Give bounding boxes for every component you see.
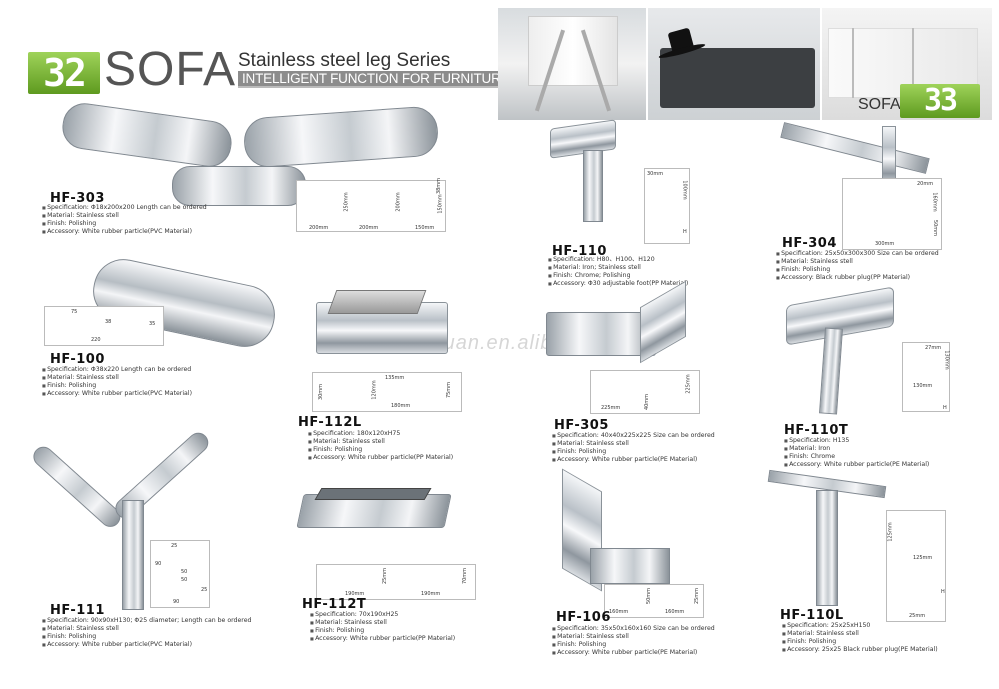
header-rule xyxy=(238,86,498,88)
hf-106-leg-arm-2 xyxy=(590,548,670,584)
hf-112l-specs: Specification: 180x120xH75Material: Stai… xyxy=(308,430,453,462)
brand-title: SOFA xyxy=(104,43,237,96)
hf-305-leg-image xyxy=(546,312,656,356)
sofa-photo-3 xyxy=(822,8,992,120)
hf-303-drawing: 200mm 250mm 200mm 200mm 150mm 150mm 38mm xyxy=(296,178,446,232)
hf-100-drawing: 75 220 38 35 xyxy=(44,306,164,346)
hf-112l-plate xyxy=(327,290,427,314)
hf-303-model: HF-303 xyxy=(50,191,105,206)
hf-110-drawing: 30mm 100mm H xyxy=(644,168,690,244)
hf-111-model: HF-111 xyxy=(50,603,105,618)
hf-112l-drawing: 135mm 180mm 120mm 75mm 30mm xyxy=(312,372,462,412)
hf-305-leg-arm xyxy=(640,280,686,364)
brand-title-right: SOFA xyxy=(858,96,901,113)
hf-110t-model: HF-110T xyxy=(784,423,849,438)
hf-112l-model: HF-112L xyxy=(298,415,362,430)
hf-106-specs: Specification: 35x50x160x160 Size can be… xyxy=(552,625,715,657)
hf-111-leg-post xyxy=(122,500,144,610)
hf-110l-specs: Specification: 25x25xH150Material: Stain… xyxy=(782,622,938,654)
hf-110l-model: HF-110L xyxy=(780,608,844,623)
hf-304-leg-image xyxy=(780,122,930,174)
hf-304-model: HF-304 xyxy=(782,236,837,251)
hf-304-specs: Specification: 25x50x300x300 Size can be… xyxy=(776,250,939,282)
hf-110-leg-post xyxy=(583,150,603,222)
sofa-photo-1 xyxy=(498,8,646,120)
hf-106-drawing: 160mm 160mm 50mm 25mm xyxy=(604,584,704,618)
hf-100-model: HF-100 xyxy=(50,352,105,367)
hf-303-specs: Specification: Φ18x200x200 Length can be… xyxy=(42,204,207,236)
hf-305-model: HF-305 xyxy=(554,418,609,433)
hf-303-leg-image-2 xyxy=(242,105,440,169)
hf-110l-leg-post xyxy=(816,490,838,606)
hf-110l-drawing: 125mm 125mm 25mm H xyxy=(886,510,946,622)
hf-303-leg-image xyxy=(59,100,235,170)
hf-100-specs: Specification: Φ38x220 Length can be ord… xyxy=(42,366,192,398)
hf-111-specs: Specification: 90x90xH130; Φ25 diameter;… xyxy=(42,617,251,649)
hf-111-drawing: 25 90 50 50 90 25 xyxy=(150,540,210,608)
sofa-photo-2 xyxy=(648,8,820,120)
page-number-badge-right: 33 xyxy=(900,84,980,118)
hf-112t-specs: Specification: 70x190xH25Material: Stain… xyxy=(310,611,455,643)
hf-112t-slot xyxy=(314,488,432,500)
hf-305-specs: Specification: 40x40x225x225 Size can be… xyxy=(552,432,715,464)
hf-110t-leg-post xyxy=(819,327,843,415)
series-title: Stainless steel leg Series xyxy=(238,50,451,71)
hf-112t-model: HF-112T xyxy=(302,597,367,612)
hf-304-drawing: 20mm 160mm 300mm 50mm xyxy=(842,178,942,250)
hf-110t-drawing: 27mm 130mm 130mm H xyxy=(902,342,950,412)
hf-110-specs: Specification: H80、H100、H120Material: Ir… xyxy=(548,256,688,288)
hf-110t-specs: Specification: H135Material: IronFinish:… xyxy=(784,437,929,469)
series-subtitle: INTELLIGENT FUNCTION FOR FURNITURE xyxy=(238,71,514,86)
hf-111-leg-arm-left xyxy=(29,442,125,532)
hf-303-leg-image-3 xyxy=(172,166,306,206)
hf-106-model: HF-106 xyxy=(556,610,611,625)
hf-112t-drawing: 190mm 190mm 25mm 70mm xyxy=(316,564,476,600)
hf-305-drawing: 225mm 225mm 40mm xyxy=(590,370,700,414)
page-number-badge-left: 32 xyxy=(28,52,100,94)
hf-304-leg-post xyxy=(882,126,896,186)
